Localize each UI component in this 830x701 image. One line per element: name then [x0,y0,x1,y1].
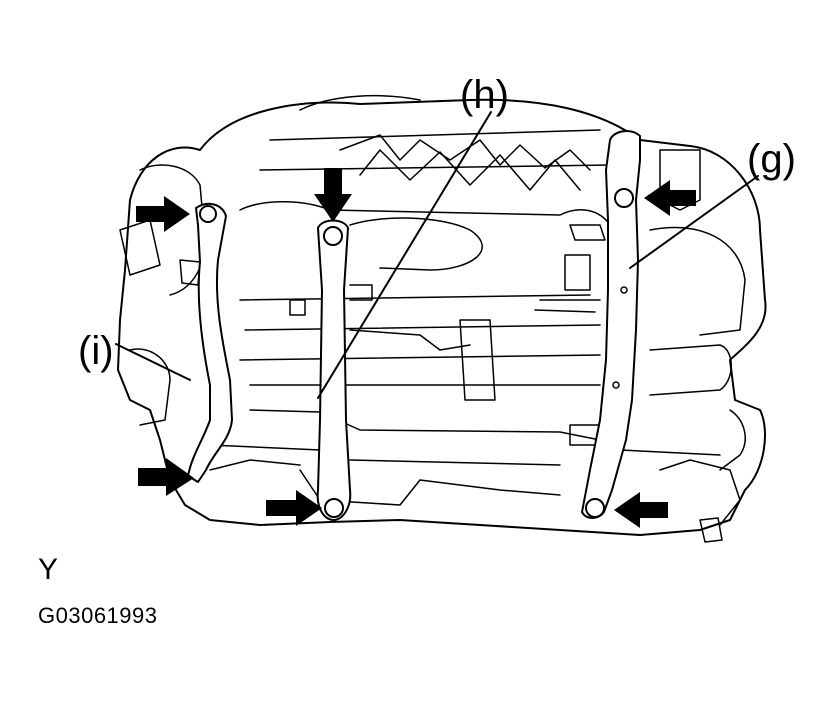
bolt-location-arrow-icon [314,168,352,222]
bolt-location-arrow-icon [644,180,696,216]
bolt-location-arrow-icon [138,458,194,496]
callout-label-g: (g) [747,137,796,181]
callout-label-h: (h) [460,73,509,117]
leader-lines [115,111,759,399]
bolt-location-arrow-icon [614,492,668,528]
bracket-h [316,219,373,521]
bolt-location-arrows [136,168,696,528]
bracket-g [581,130,641,519]
leader-line-g [629,175,759,269]
bolt-icon [614,188,634,208]
view-label: Y [38,553,59,586]
bracket-i [187,202,233,483]
callout-label-i: (i) [78,329,114,373]
bolt-location-arrow-icon [266,490,322,526]
leader-line-i [115,343,191,381]
bolt-icon [324,498,344,518]
bolt-icon [585,498,605,518]
bolt-icon [199,205,217,223]
bolt-icon [323,226,343,246]
bolt-location-arrow-icon [136,196,190,232]
leader-line-h [317,111,492,399]
figure-id: G03061993 [38,603,158,628]
